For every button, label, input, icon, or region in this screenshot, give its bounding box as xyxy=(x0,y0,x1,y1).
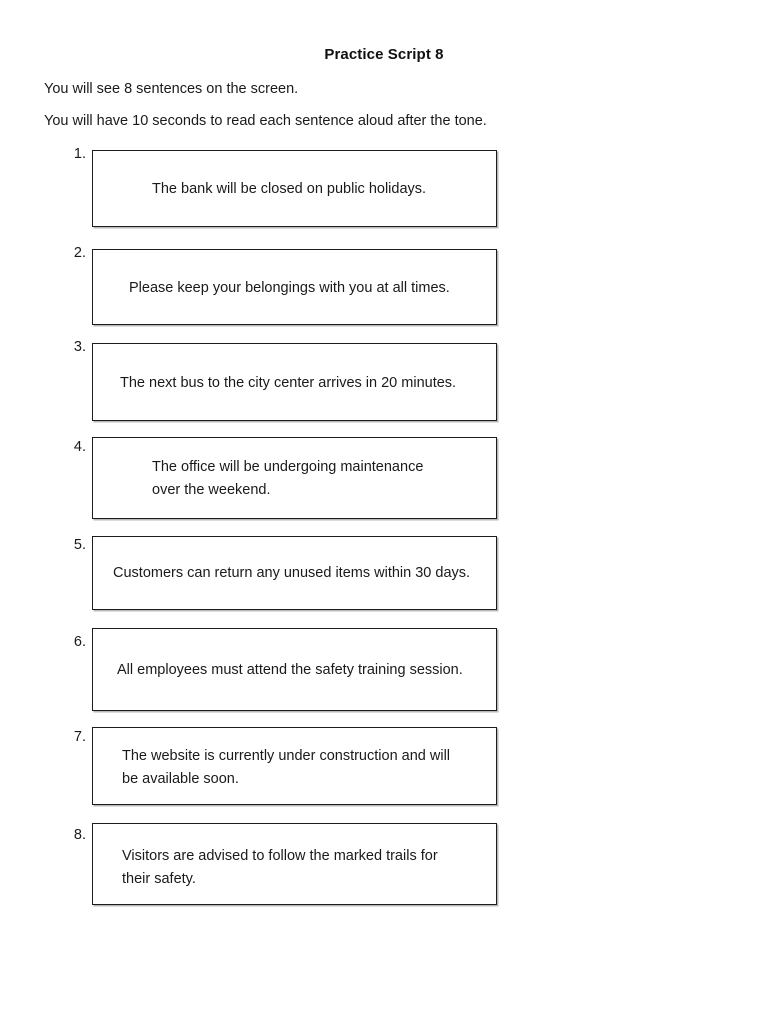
item-number: 3. xyxy=(73,339,86,355)
item-number: 7. xyxy=(73,729,86,745)
sentence-box xyxy=(92,536,497,610)
item-number: 2. xyxy=(73,245,86,261)
sentence-box xyxy=(92,628,497,711)
sentence-box xyxy=(92,249,497,325)
sentence-box xyxy=(92,823,497,905)
item-number: 5. xyxy=(73,537,86,553)
sentence-text: The next bus to the city center arrives … xyxy=(120,375,457,391)
sentence-text: All employees must attend the safety tra… xyxy=(117,662,463,678)
sentence-box xyxy=(92,343,497,421)
item-number: 8. xyxy=(73,827,86,843)
item-number: 4. xyxy=(73,439,86,455)
sentence-text: Customers can return any unused items wi… xyxy=(113,565,471,581)
page-title: Practice Script 8 xyxy=(324,46,444,63)
sentence-text: The bank will be closed on public holida… xyxy=(152,181,427,197)
intro-line-1: You will see 8 sentences on the screen. xyxy=(44,81,299,97)
item-number: 1. xyxy=(73,146,86,162)
sentence-text: The office will be undergoing maintenanc… xyxy=(152,459,424,498)
sentence-box xyxy=(92,727,497,805)
item-number: 6. xyxy=(73,634,86,650)
sentence-text: Please keep your belongings with you at … xyxy=(129,280,450,296)
sentence-text: Visitors are advised to follow the marke… xyxy=(122,848,438,887)
sentence-box xyxy=(92,150,497,227)
sentence-box xyxy=(92,437,497,519)
intro-line-2: You will have 10 seconds to read each se… xyxy=(44,113,487,129)
sentence-text: The website is currently under construct… xyxy=(122,748,451,787)
